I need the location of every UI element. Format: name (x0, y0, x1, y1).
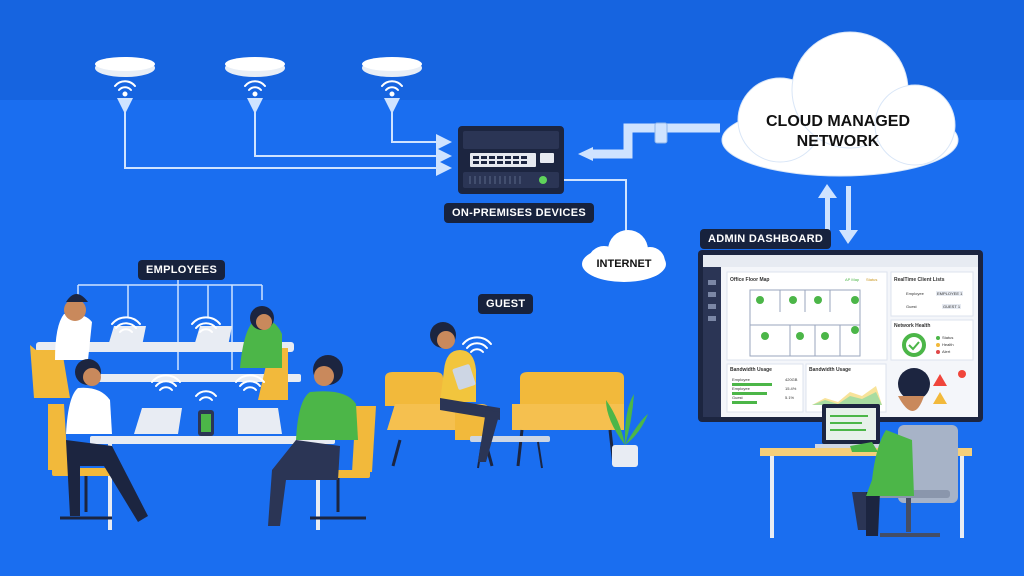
switch-rack-icon (458, 126, 564, 194)
floor-legend-status: Status (866, 277, 878, 282)
bandwidth-title: Bandwidth Usage (730, 367, 772, 373)
floor-map-title: Office Floor Map (730, 277, 770, 283)
cloud-dashboard-arrows (818, 184, 858, 246)
admin-workspace (760, 368, 972, 538)
health-alert: Alert (942, 349, 951, 354)
guest-tag: GUEST (478, 294, 534, 314)
bw-row-3-val: 5.1% (785, 395, 795, 400)
floor-legend-ap: AP Map (845, 277, 860, 282)
ap-wifi-icons (114, 80, 403, 97)
ap-connections (117, 98, 452, 176)
client-1-tag: EMPLOYEE 1 (936, 291, 964, 296)
client-1-name: Employee (906, 291, 924, 296)
internet-link (564, 179, 627, 240)
client-2-tag: GUEST 1 (942, 304, 962, 309)
employee-connection-lines (77, 277, 263, 370)
employees-area (30, 277, 376, 530)
bandwidth2-title: Bandwidth Usage (809, 367, 851, 373)
bw-row-1-val: 420GB (785, 377, 798, 382)
employees-tag: EMPLOYEES (138, 260, 226, 280)
devices-tag: ON-PREMISES DEVICES (444, 203, 595, 223)
guest-lounge (385, 322, 648, 469)
internet-label: INTERNET (596, 258, 652, 270)
health-status: Status (942, 335, 954, 340)
access-point-2 (225, 57, 285, 77)
access-point-3 (362, 57, 422, 77)
admin-dashboard-tag: ADMIN DASHBOARD (700, 229, 832, 249)
cloud-managed-network-cloud (721, 31, 959, 177)
client-2-name: Guest (906, 304, 917, 309)
access-point-1 (95, 57, 155, 77)
cloud-link-pipe (578, 122, 720, 161)
bw-row-1: Employee (732, 377, 750, 382)
health-title: Network Health (894, 323, 931, 329)
cloud-label: CLOUD MANAGED NETWORK (766, 113, 910, 150)
bw-row-2: Employee (732, 386, 750, 391)
health-health: Health (942, 342, 954, 347)
internet-cloud (582, 230, 666, 282)
bw-row-2-val: 15.4% (785, 386, 797, 391)
bw-row-3: Guest (732, 395, 743, 400)
clients-title: RealTime Client Lists (894, 277, 945, 283)
